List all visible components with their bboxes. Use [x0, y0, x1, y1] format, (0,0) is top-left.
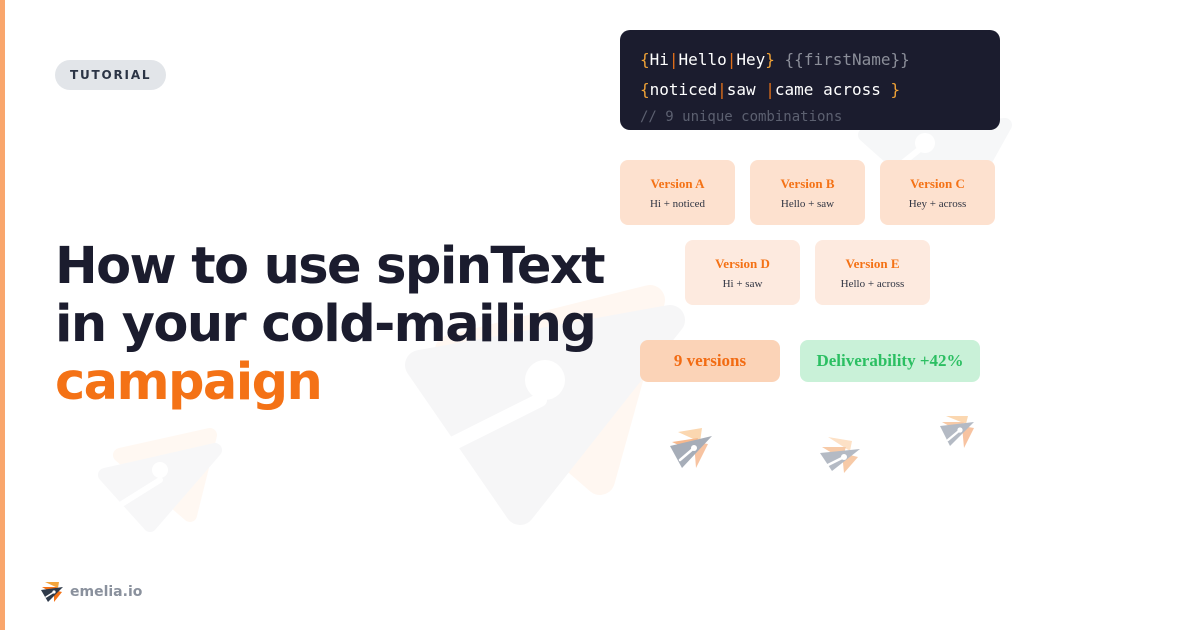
- brace-open: {: [640, 80, 650, 99]
- page-title: How to use spinText in your cold-mailing…: [55, 238, 615, 412]
- version-combo: Hello + across: [840, 278, 905, 290]
- version-combo: Hi + noticed: [649, 198, 706, 210]
- version-combo: Hi + saw: [722, 278, 763, 290]
- brace-close: }: [890, 80, 901, 99]
- pipe-separator: |: [717, 80, 727, 99]
- title-line-2: in your cold-mailing: [55, 295, 597, 354]
- pipe-separator: |: [765, 80, 775, 99]
- tutorial-badge: TUTORIAL: [55, 60, 167, 90]
- version-combo: Hello + saw: [780, 198, 835, 210]
- brand-footer: emelia.io: [40, 580, 142, 604]
- title-line-1: How to use spinText: [55, 237, 606, 296]
- title-line-3-accent: campaign: [55, 353, 323, 412]
- version-card-a: Version A Hi + noticed: [620, 160, 735, 225]
- pipe-separator: |: [726, 50, 737, 69]
- option-hey: Hey: [736, 50, 766, 69]
- left-accent-bar: [0, 0, 5, 630]
- version-title: Version B: [780, 176, 835, 191]
- version-combo: Hey + across: [908, 198, 967, 210]
- pipe-separator: |: [668, 50, 679, 69]
- version-card-b: Version B Hello + saw: [750, 160, 865, 225]
- option-hello: Hello: [678, 50, 727, 69]
- emelia-logo-icon: [41, 582, 63, 602]
- version-title: Version D: [715, 256, 770, 271]
- code-comment: // 9 unique combinations: [640, 109, 843, 125]
- versions-count-pill: 9 versions: [640, 340, 780, 382]
- version-title: Version A: [650, 176, 705, 191]
- option-saw: saw: [726, 80, 756, 99]
- deliverability-pill: Deliverability +42%: [800, 340, 980, 382]
- brace-close: }: [765, 50, 775, 69]
- brace-open: {: [640, 50, 650, 69]
- brand-name: emelia.io: [70, 584, 143, 600]
- watermark-logo-small-icon: [98, 428, 222, 532]
- paper-plane-logo-icon: [670, 428, 712, 468]
- spintext-code-block: {Hi|Hello|Hey} {{firstName}} {noticed|sa…: [620, 30, 1000, 130]
- version-card-e: Version E Hello + across: [815, 240, 930, 305]
- code-line-verb: {noticed|saw |came across }: [640, 78, 980, 108]
- firstname-variable: {{firstName}}: [784, 50, 910, 69]
- option-came-across: came across: [774, 80, 881, 99]
- option-noticed: noticed: [649, 80, 718, 99]
- version-title: Version C: [910, 176, 965, 191]
- version-card-d: Version D Hi + saw: [685, 240, 800, 305]
- option-hi: Hi: [649, 50, 669, 69]
- version-card-c: Version C Hey + across: [880, 160, 995, 225]
- version-title: Version E: [845, 256, 900, 271]
- code-line-greeting: {Hi|Hello|Hey} {{firstName}}: [640, 48, 980, 78]
